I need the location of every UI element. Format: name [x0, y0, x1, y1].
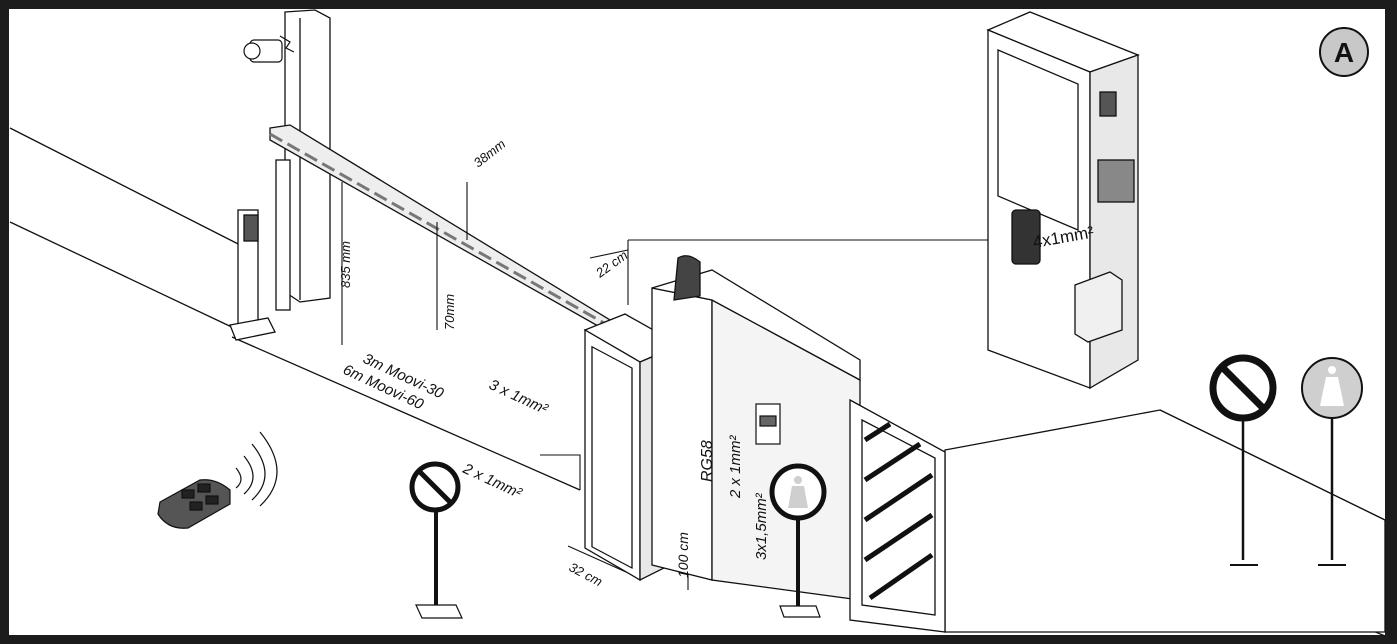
key-switch: [243, 35, 295, 63]
pedestrian-gate: [849, 398, 946, 633]
cable-lamp-label: 2 x 1mm²: [727, 434, 744, 499]
lamp-pillar: [651, 255, 861, 601]
badge-letter: A: [1334, 37, 1354, 68]
cable-antenna-label: RG58: [699, 440, 716, 482]
perimeter-wall: [944, 409, 1386, 633]
photocell-post: [229, 209, 276, 341]
boom-height-label: 70mm: [442, 294, 457, 330]
cabinet-detail: [986, 11, 1140, 390]
no-pedestrian-sign-right: [1209, 354, 1277, 566]
cabinet-width-label: 22 cm: [592, 247, 630, 281]
cable-photocell-front-label: 2 x 1mm²: [459, 460, 525, 503]
keypad: [755, 403, 781, 445]
cable-mains-label: 3x1,5mm²: [753, 492, 770, 560]
pedestrian-allowed-sign: [769, 463, 827, 618]
no-pedestrian-sign: [409, 461, 463, 619]
cable-photocell-left-label: 3 x 1mm²: [486, 376, 551, 418]
cabinet-depth-label: 32 cm: [567, 559, 605, 589]
section-badge: [1319, 27, 1369, 77]
boom-clearance-label: 835 mm: [338, 241, 353, 288]
cabinet-height-label: 100 cm: [675, 532, 691, 578]
boom-thickness-label: 38mm: [471, 136, 509, 170]
pedestrian-allowed-sign-right: [1301, 357, 1363, 566]
remote-control: [157, 431, 278, 529]
